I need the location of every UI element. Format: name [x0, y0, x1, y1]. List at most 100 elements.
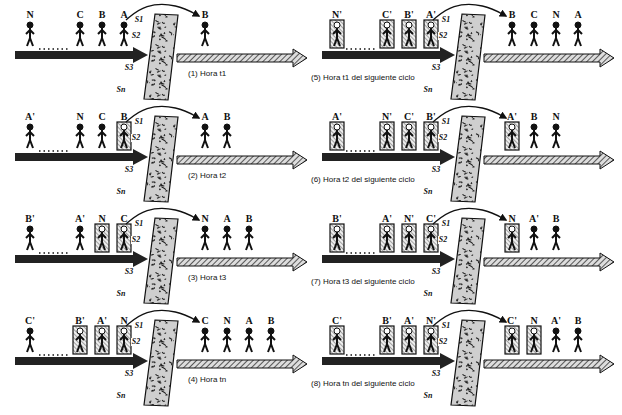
- person-letter: N: [120, 316, 127, 326]
- person-letter: A: [223, 214, 230, 224]
- person-letter: B': [25, 214, 34, 224]
- server-label: Sn: [116, 290, 127, 298]
- server-column: [144, 14, 178, 100]
- person-box: [505, 326, 519, 354]
- server-label: S3: [431, 268, 441, 276]
- person-figure: [552, 328, 560, 352]
- person-figure: [383, 22, 391, 46]
- server-label: S2: [131, 338, 141, 346]
- person-letter: A': [97, 316, 107, 326]
- person-figure: [76, 22, 84, 46]
- person-letter: C': [25, 316, 35, 326]
- person-letter: A: [574, 10, 581, 20]
- person-figure: [427, 226, 435, 250]
- person-figure: [201, 124, 209, 148]
- person-box: [95, 326, 109, 354]
- person-box: [117, 326, 131, 354]
- server-label: S3: [124, 64, 134, 72]
- person-box: [330, 20, 344, 48]
- person-letter: C: [120, 214, 127, 224]
- queue-dots: [346, 252, 376, 254]
- person-letter: N: [552, 112, 559, 122]
- server-label: S2: [131, 134, 141, 142]
- person-letter: N': [382, 112, 392, 122]
- person-letter: C': [507, 316, 517, 326]
- queue-dots: [39, 354, 69, 356]
- person-figure: [98, 328, 106, 352]
- person-box: [424, 326, 438, 354]
- person-letter: B': [426, 112, 435, 122]
- person-letter: N: [552, 10, 559, 20]
- server-label: S1: [134, 322, 144, 330]
- conveyor-arrow: [15, 251, 148, 267]
- person-letter: B': [382, 316, 391, 326]
- conveyor-arrow: [177, 49, 307, 67]
- person-figure: [427, 124, 435, 148]
- server-column: [144, 320, 178, 406]
- person-box: [505, 224, 519, 252]
- person-letter: N: [201, 214, 208, 224]
- conveyor-arrow: [177, 355, 307, 373]
- server-label: S2: [438, 338, 448, 346]
- server-label: S3: [124, 166, 134, 174]
- person-figure: [508, 22, 516, 46]
- person-box: [117, 122, 131, 150]
- panel-caption: (3) Hora t3: [187, 274, 227, 282]
- panel-caption: (8) Hora tn del siguiente ciclo: [310, 380, 416, 388]
- person-letter: A: [201, 112, 208, 122]
- person-letter: A: [120, 10, 127, 20]
- queue-panel: [15, 107, 307, 202]
- server-label: S1: [134, 118, 144, 126]
- person-figure: [26, 124, 34, 148]
- person-box: [424, 122, 438, 150]
- person-figure: [201, 22, 209, 46]
- person-letter: B: [121, 112, 128, 122]
- person-letter: A': [75, 214, 85, 224]
- person-box: [330, 122, 344, 150]
- conveyor-arrow: [15, 47, 148, 63]
- conveyor-arrow: [322, 251, 455, 267]
- person-figure: [76, 124, 84, 148]
- person-box: [380, 224, 394, 252]
- conveyor-arrow: [322, 353, 455, 369]
- person-figure: [98, 226, 106, 250]
- server-label: S3: [124, 268, 134, 276]
- person-box: [402, 20, 416, 48]
- person-figure: [120, 226, 128, 250]
- person-figure: [405, 22, 413, 46]
- person-figure: [508, 124, 516, 148]
- person-figure: [552, 22, 560, 46]
- person-letter: B: [246, 214, 253, 224]
- person-letter: C: [76, 10, 83, 20]
- person-letter: B: [531, 112, 538, 122]
- queue-panel: [15, 209, 307, 304]
- queue-panel: [322, 209, 614, 304]
- person-letter: N: [530, 316, 537, 326]
- server-label: S2: [438, 134, 448, 142]
- server-label: S3: [124, 370, 134, 378]
- queue-panel: [322, 5, 614, 100]
- person-figure: [120, 124, 128, 148]
- conveyor-arrow: [322, 47, 455, 63]
- conveyor-arrow: [15, 149, 148, 165]
- person-letter: N: [76, 112, 83, 122]
- person-box: [73, 326, 87, 354]
- person-box: [402, 122, 416, 150]
- server-column: [451, 320, 485, 406]
- person-letter: B: [268, 316, 275, 326]
- person-letter: B: [575, 316, 582, 326]
- person-figure: [76, 226, 84, 250]
- person-letter: C: [201, 316, 208, 326]
- person-figure: [26, 328, 34, 352]
- server-label: S1: [441, 118, 451, 126]
- person-box: [402, 224, 416, 252]
- person-letter: N': [404, 214, 414, 224]
- person-letter: C': [382, 10, 392, 20]
- person-figure: [552, 124, 560, 148]
- server-label: S2: [438, 32, 448, 40]
- server-label: S3: [431, 64, 441, 72]
- conveyor-arrow: [15, 353, 148, 369]
- conveyor-arrow: [484, 253, 614, 271]
- panel-caption: (7) Hora t3 del siguiente ciclo: [310, 278, 416, 286]
